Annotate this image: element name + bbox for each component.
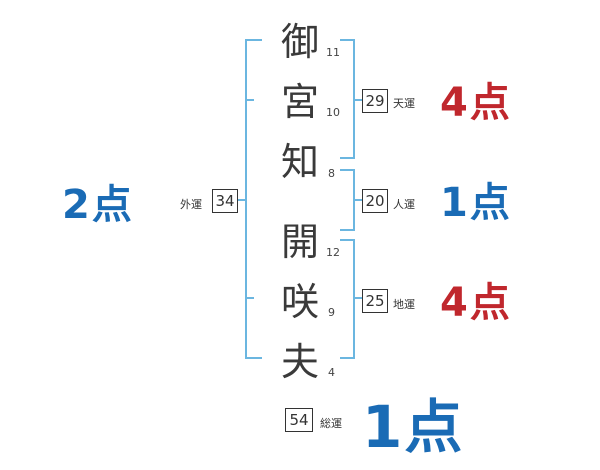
tenun-value-box: 29: [362, 89, 388, 113]
tenun-bracket: [340, 39, 355, 159]
stroke-count-4: 12: [326, 246, 340, 259]
gaiun-bracket: [245, 39, 262, 359]
jinun-value-box: 20: [362, 189, 388, 213]
stroke-count-3: 8: [328, 167, 335, 180]
name-char-5: 咲: [280, 280, 319, 324]
name-char-6: 夫: [280, 340, 319, 384]
stroke-count-5: 9: [328, 306, 335, 319]
chiun-bracket: [340, 239, 355, 359]
name-char-3: 知: [280, 140, 319, 184]
tenun-score: 4点: [440, 80, 512, 126]
name-char-4: 開: [280, 220, 319, 264]
chiun-value-box: 25: [362, 289, 388, 313]
tenun-label: 天運: [393, 97, 415, 110]
stroke-count-6: 4: [328, 366, 335, 379]
name-char-2: 宮: [280, 80, 319, 124]
gaiun-score: 2点: [62, 182, 134, 228]
soun-label: 総運: [320, 417, 342, 430]
soun-value-box: 54: [285, 408, 313, 432]
jinun-bracket: [340, 169, 355, 231]
gaiun-value-box: 34: [212, 189, 238, 213]
gaiun-label: 外運: [180, 198, 202, 211]
jinun-score: 1点: [440, 180, 512, 226]
stroke-count-2: 10: [326, 106, 340, 119]
chiun-score: 4点: [440, 280, 512, 326]
soun-score: 1点: [362, 393, 465, 461]
jinun-label: 人運: [393, 198, 415, 211]
chiun-label: 地運: [393, 298, 415, 311]
stroke-count-1: 11: [326, 46, 340, 59]
name-char-1: 御: [280, 20, 319, 64]
